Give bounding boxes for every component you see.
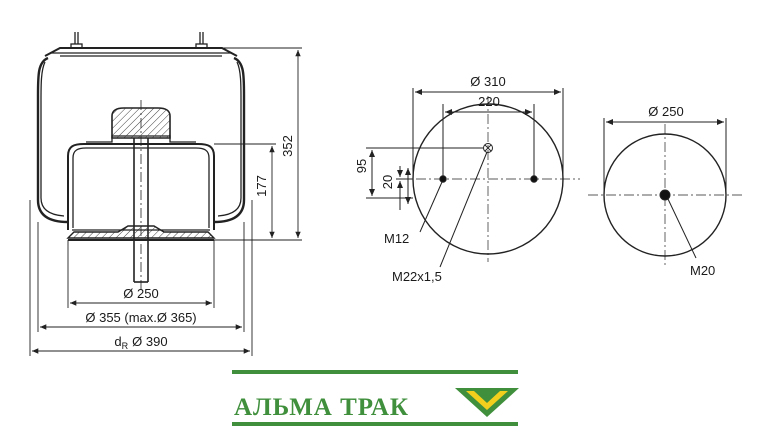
top-stud-left: [70, 32, 83, 49]
dim-ring-prefix: d: [114, 334, 121, 349]
dim-offset-95: 95: [354, 159, 369, 173]
dim-bellow-dia: Ø 355 (max.Ø 365): [85, 310, 196, 325]
dim-top-plate-dia: Ø 310: [470, 74, 505, 89]
dim-offset-20: 20: [380, 175, 395, 189]
dim-height-total: 352: [280, 135, 295, 157]
bellow-outline: [36, 56, 246, 224]
base-plate: [66, 225, 216, 241]
dim-height-piston: 177: [254, 175, 269, 197]
center-bolt-hole: [659, 189, 671, 201]
top-plate-view: [366, 88, 580, 268]
dim-ring-subscript: R: [122, 341, 129, 351]
air-spring-side-view: [36, 32, 246, 290]
bolt-hole-right: [530, 175, 538, 183]
dim-bottom-plate-dia: Ø 250: [648, 104, 683, 119]
brand-line-top: [232, 370, 518, 374]
label-bolt-m12: M12: [384, 231, 409, 246]
top-stud-right: [195, 32, 208, 49]
dim-ring-value: Ø 390: [132, 334, 167, 349]
brand-logo: АЛЬМА ТРАК: [232, 370, 519, 426]
bottom-plate-view: [588, 118, 742, 266]
dim-piston-dia: Ø 250: [123, 286, 158, 301]
chevron-down-icon: [455, 388, 519, 417]
top-plate: [44, 47, 238, 57]
bolt-hole-left: [439, 175, 447, 183]
label-bolt-m20: M20: [690, 263, 715, 278]
brand-line-bottom: [232, 422, 518, 426]
label-air-m22: M22x1,5: [392, 269, 442, 284]
dim-bolt-spacing: 220: [478, 94, 500, 109]
brand-name: АЛЬМА ТРАК: [234, 394, 409, 421]
center-rod: [133, 100, 149, 290]
side-view-dimensions: [29, 47, 302, 356]
air-fitting-icon: [483, 143, 493, 153]
